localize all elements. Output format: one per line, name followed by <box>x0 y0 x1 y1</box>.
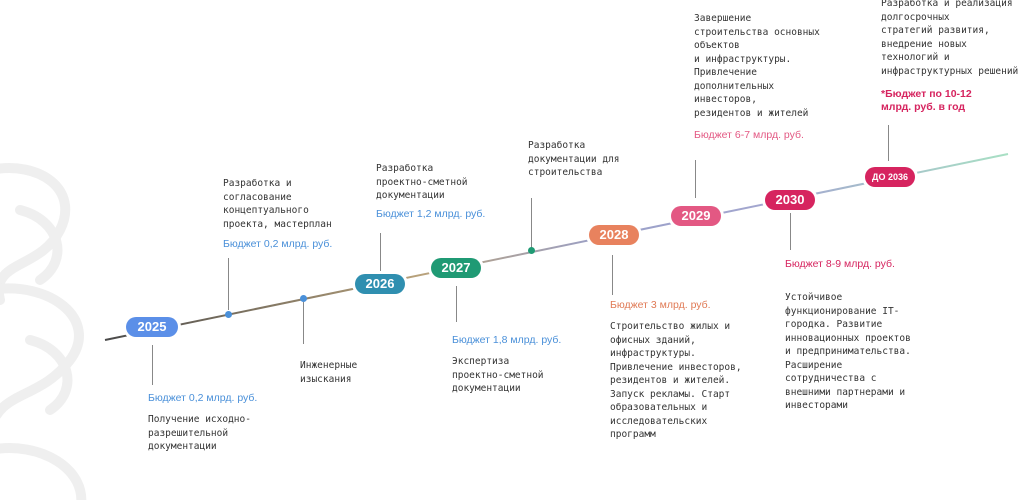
text-survey: Инженерные изыскания <box>300 360 358 385</box>
ornament-decoration <box>0 163 87 500</box>
connector-2026-concept <box>228 258 229 310</box>
text-construction-docs: Разработка документации для строительств… <box>528 140 620 178</box>
budget-2030: Бюджет 8-9 млрд. руб. <box>785 258 895 270</box>
budget-2025: Бюджет 0,2 млрд. руб. <box>148 392 258 404</box>
dot-survey <box>300 295 307 302</box>
text-2025: Получение исходно- разрешительной докуме… <box>148 414 251 452</box>
text-concept: Разработка и согласование концептуальног… <box>223 178 332 230</box>
connector-2029 <box>695 160 696 198</box>
year-pill-2027: 2027 <box>431 258 481 278</box>
dot-docs <box>528 247 535 254</box>
year-pill-2030: 2030 <box>765 190 815 210</box>
connector-docs <box>531 198 532 248</box>
text-2030: Устойчивое функционирование IT- городка.… <box>785 292 911 411</box>
year-pill-2026: 2026 <box>355 274 405 294</box>
connector-2027 <box>456 286 457 322</box>
year-pill-2029: 2029 <box>671 206 721 226</box>
text-2028: Строительство жилых и офисных зданий, ин… <box>610 321 742 440</box>
text-strategy: Разработка и реализация долгосрочных стр… <box>881 0 1019 77</box>
year-pill-2028: 2028 <box>589 225 639 245</box>
text-2029: Завершение строительства основных объект… <box>694 13 820 119</box>
budget-2029: Бюджет 6-7 млрд. руб. <box>694 129 804 141</box>
budget-2028: Бюджет 3 млрд. руб. <box>610 299 711 311</box>
text-project-docs: Разработка проектно-сметной документации <box>376 163 468 201</box>
connector-2036 <box>888 125 889 161</box>
connector-2030 <box>790 210 791 250</box>
connector-2025 <box>152 345 153 385</box>
budget-concept: Бюджет 0,2 млрд. руб. <box>223 238 333 250</box>
budget-project-docs: Бюджет 1,2 млрд. руб. <box>376 208 486 220</box>
year-pill-2036: ДО 2036 <box>865 167 915 187</box>
connector-2026 <box>380 233 381 273</box>
text-expertise: Экспертиза проектно-сметной документации <box>452 356 544 394</box>
connector-2028 <box>612 255 613 295</box>
dot-concept <box>225 311 232 318</box>
connector-survey <box>303 302 304 344</box>
budget-expertise: Бюджет 1,8 млрд. руб. <box>452 334 562 346</box>
budget-final: *Бюджет по 10-12 млрд. руб. в год <box>881 88 972 113</box>
year-pill-2025: 2025 <box>126 317 178 337</box>
